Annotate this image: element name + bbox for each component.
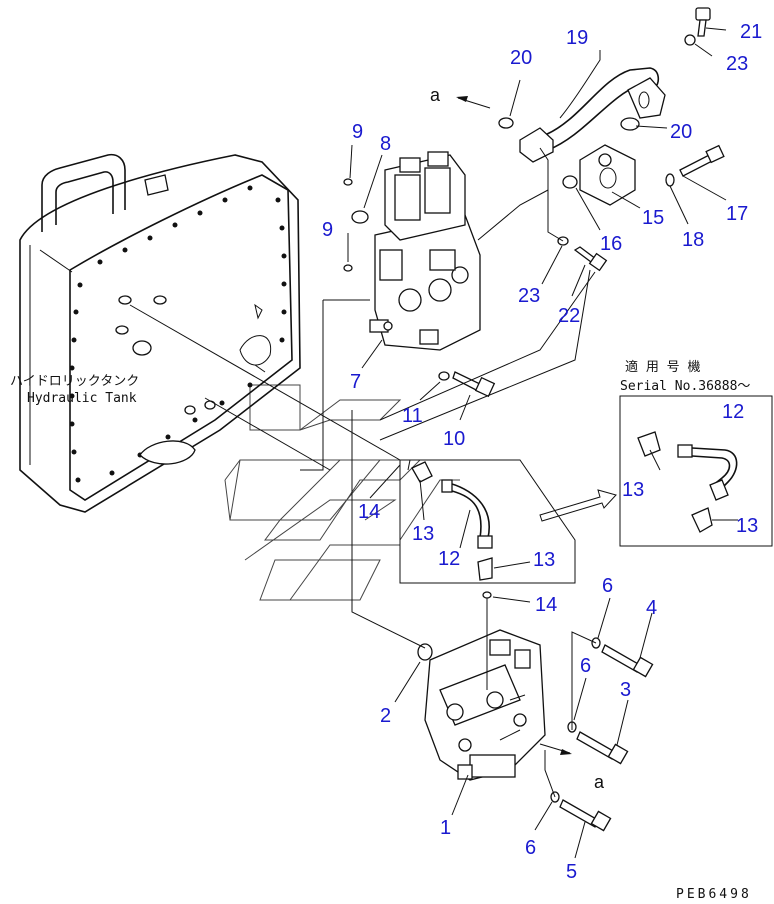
callout-17: 17	[726, 203, 748, 225]
callout-9-lower: 9	[322, 219, 333, 241]
o-ring-2	[417, 643, 433, 661]
callout-4: 4	[646, 597, 657, 619]
callout-3: 3	[620, 679, 631, 701]
bolt-5	[559, 799, 599, 828]
washer-11	[438, 371, 450, 381]
connection-lines	[129, 97, 597, 798]
plug-9-lower	[343, 264, 353, 272]
serial-inset-parts	[637, 431, 738, 533]
serial-arrow	[539, 489, 617, 522]
plug-14-lower	[482, 591, 492, 599]
callout-20-top: 20	[510, 47, 532, 69]
callout-2: 2	[380, 705, 391, 727]
serial-label-jp: 適 用 号 機	[625, 359, 700, 375]
callout-23-top: 23	[726, 53, 748, 75]
drawing-code: PEB6498	[676, 887, 752, 902]
callout-9-top: 9	[352, 121, 363, 143]
callout-14-lower: 14	[535, 594, 557, 616]
callout-13-inset-left: 13	[412, 523, 434, 545]
arrow-a-top-label: a	[430, 85, 441, 105]
callout-1: 1	[440, 817, 451, 839]
arrow-a-bottom-head	[560, 749, 572, 755]
callout-18: 18	[682, 229, 704, 251]
callout-21: 21	[740, 21, 762, 43]
callout-6-mid: 6	[580, 655, 591, 677]
callout-numbers: 21 19 20 23 20 9 8 17 15 18 16 9 23 22 7…	[322, 21, 762, 883]
callout-13-inset-right: 13	[533, 549, 555, 571]
upper-valve	[369, 151, 481, 351]
callout-8: 8	[380, 133, 391, 155]
tank-label-jp: ハイドロリックタンク	[10, 374, 139, 389]
callout-12-serial: 12	[722, 401, 744, 423]
callout-15: 15	[642, 207, 664, 229]
callout-6-top: 6	[602, 575, 613, 597]
serial-inset-frame	[619, 395, 773, 547]
tank-flange-holes	[69, 185, 287, 483]
lower-valve	[424, 629, 546, 781]
callout-20-right: 20	[670, 121, 692, 143]
callout-leaders	[347, 27, 738, 859]
callout-22: 22	[558, 305, 580, 327]
callout-10: 10	[443, 428, 465, 450]
callout-13-serial-right: 13	[736, 515, 758, 537]
arrow-a-bottom-label: a	[594, 772, 605, 792]
callout-13-serial-left: 13	[622, 479, 644, 501]
callout-12-inset: 12	[438, 548, 460, 570]
callout-23-lower: 23	[518, 285, 540, 307]
arrow-a-top-head	[456, 96, 468, 102]
callout-14-inset: 14	[358, 501, 380, 523]
callout-7: 7	[350, 371, 361, 393]
tube-assembly	[498, 7, 725, 272]
o-ring-8	[351, 210, 369, 224]
watermark-outline	[224, 384, 460, 601]
serial-label-en: Serial No.36888～	[620, 379, 750, 394]
tank-label-en: Hydraulic Tank	[27, 391, 137, 406]
callout-19: 19	[566, 27, 588, 49]
plug-9-upper	[343, 178, 353, 186]
inset-fittings	[411, 461, 493, 581]
callout-5: 5	[566, 861, 577, 883]
hydraulic-tank	[19, 153, 301, 513]
callout-6-bottom: 6	[525, 837, 536, 859]
callout-11: 11	[402, 405, 423, 427]
inset-frame	[399, 459, 576, 584]
callout-16: 16	[600, 233, 622, 255]
